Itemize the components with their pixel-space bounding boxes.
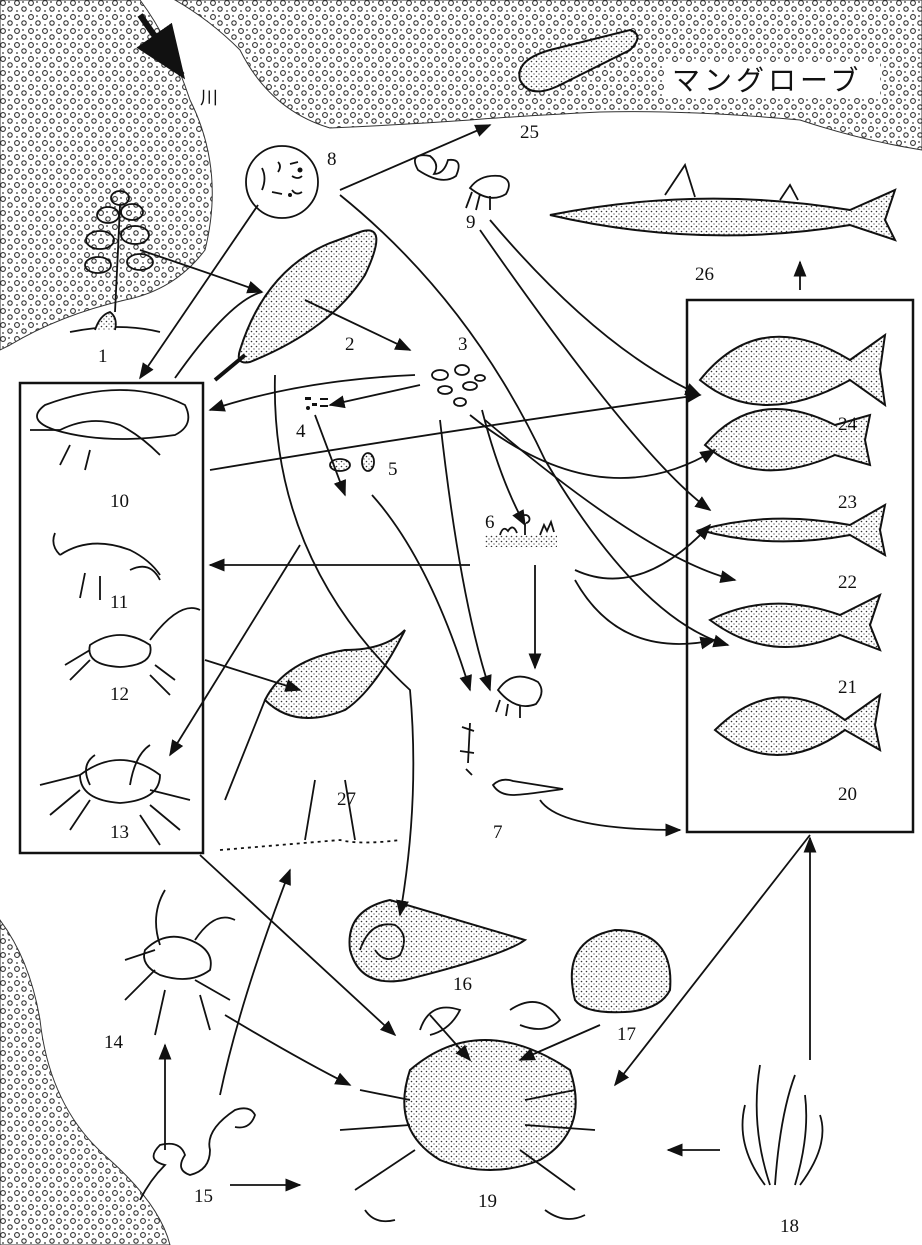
shrimp-11-drawing — [53, 533, 160, 600]
bottom-left-bank-region — [0, 920, 170, 1245]
label-4: 4 — [296, 421, 306, 442]
label-20: 20 — [838, 784, 857, 805]
seagrass-18-drawing — [743, 1065, 823, 1185]
label-18: 18 — [780, 1216, 799, 1237]
label-5: 5 — [388, 459, 398, 480]
shorebird-27-drawing — [220, 630, 405, 850]
mud-snail-16-drawing — [350, 900, 526, 981]
crab-14-drawing — [125, 890, 235, 1035]
label-2: 2 — [345, 334, 355, 355]
left-bank-region — [0, 0, 212, 350]
fish-21-drawing — [710, 595, 880, 650]
label-13: 13 — [110, 822, 129, 843]
label-6: 6 — [485, 512, 495, 533]
river-label: 川 — [200, 88, 218, 109]
label-27: 27 — [337, 789, 356, 810]
label-17: 17 — [617, 1024, 636, 1045]
label-11: 11 — [110, 592, 128, 613]
label-3: 3 — [458, 334, 468, 355]
shrimp-10-drawing — [30, 390, 188, 470]
fish-22-drawing — [700, 505, 885, 555]
fish-20-drawing — [715, 695, 880, 755]
label-19: 19 — [478, 1191, 497, 1212]
label-7: 7 — [493, 822, 503, 843]
label-23: 23 — [838, 492, 857, 513]
small-crustaceans-drawing — [460, 677, 563, 795]
protozoa-drawing — [330, 453, 374, 471]
mud-crab-19-drawing — [340, 1002, 595, 1221]
label-9: 9 — [466, 212, 476, 233]
benthic-micro-organisms-drawing — [485, 515, 557, 547]
label-12: 12 — [110, 684, 129, 705]
bacteria-drawing — [305, 397, 328, 410]
clam-17-drawing — [572, 930, 671, 1012]
label-10: 10 — [110, 491, 129, 512]
insects-drawing — [415, 155, 509, 210]
label-15: 15 — [194, 1186, 213, 1207]
fiddler-crab-12-drawing — [65, 608, 200, 695]
label-16: 16 — [453, 974, 472, 995]
label-1: 1 — [98, 346, 108, 367]
detritus-particles-drawing — [432, 365, 485, 406]
shark-26-drawing — [550, 165, 895, 240]
label-24: 24 — [838, 414, 858, 435]
label-8: 8 — [327, 149, 337, 170]
mangrove-label: マングローブ — [672, 64, 862, 97]
label-14: 14 — [104, 1032, 124, 1053]
label-26: 26 — [695, 264, 714, 285]
label-21: 21 — [838, 677, 857, 698]
fish-24-drawing — [700, 335, 885, 405]
label-22: 22 — [838, 572, 857, 593]
label-25: 25 — [520, 122, 539, 143]
